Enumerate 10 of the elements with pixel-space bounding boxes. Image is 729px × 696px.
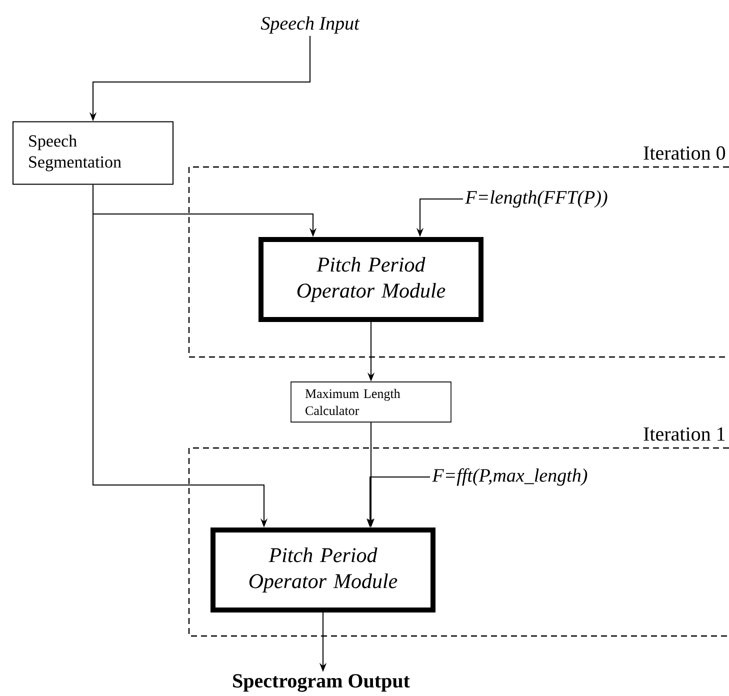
module-box: Pitch Period Operator Module	[210, 528, 436, 612]
text-label: F=length(FFT(P))	[465, 190, 608, 208]
output-label: Spectrogram Output	[233, 674, 410, 692]
process-box: Speech Segmentation	[12, 121, 174, 185]
region-label: Iteration 1	[644, 427, 725, 441]
module-box: Pitch Period Operator Module	[258, 237, 484, 322]
process-box: Maximum Length Calculator	[290, 382, 452, 422]
text-label: Speech Input	[260, 16, 360, 34]
region-label: Iteration 0	[644, 146, 726, 160]
text-label: F=fft(P,max_length)	[432, 468, 588, 486]
